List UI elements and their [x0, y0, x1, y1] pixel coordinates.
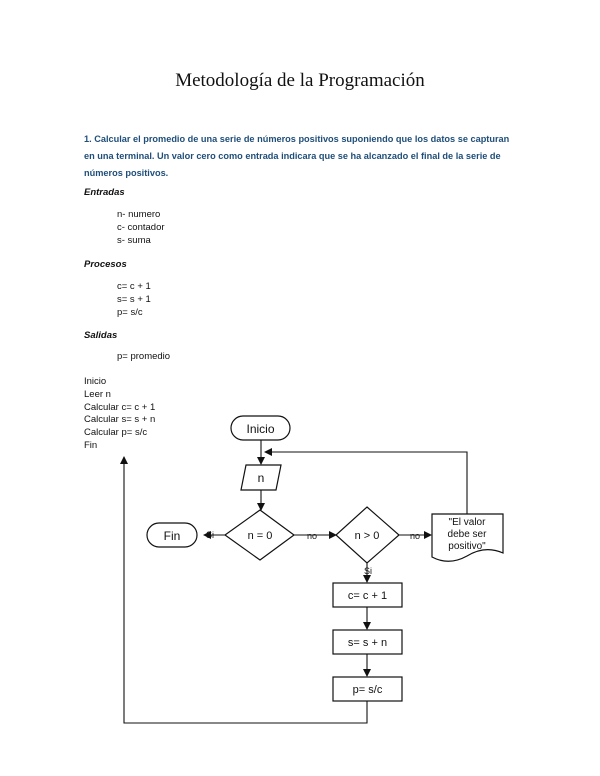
algorithm-step: Fin — [84, 439, 98, 451]
process-box-p — [332, 676, 403, 702]
algorithm-step: Calcular s= s + n — [84, 414, 156, 426]
message-text: debe ser — [448, 529, 488, 540]
algorithm-step: Inicio — [84, 376, 107, 387]
start-label: Inicio — [246, 422, 274, 436]
problem-line: números positivos. — [84, 168, 169, 178]
list-item: s= s + 1 — [117, 293, 151, 305]
input-label: n — [258, 471, 265, 485]
no-label: no — [410, 531, 420, 541]
list-item: p= promedio — [117, 351, 171, 362]
inputs-list: n- numero c- contador s- suma — [117, 209, 165, 247]
decision-positive-label: n > 0 — [355, 530, 380, 542]
algorithm-steps: Inicio Leer n Calcular c= c + 1 Calcular… — [84, 376, 155, 453]
problem-line: 1. Calcular el promedio de una serie de … — [84, 134, 510, 144]
processes-heading: Procesos — [84, 259, 127, 270]
list-item: c= c + 1 — [117, 281, 151, 292]
list-item: p= s/c — [117, 306, 143, 318]
list-item: c- contador — [117, 221, 165, 233]
algorithm-step: Leer n — [84, 388, 111, 400]
processes-list: c= c + 1 s= s + 1 p= s/c — [117, 281, 151, 319]
end-terminal — [146, 522, 198, 548]
problem-line: en una terminal. Un valor cero como entr… — [84, 151, 501, 161]
list-item: n- numero — [117, 209, 161, 220]
yes-label: Si — [364, 566, 372, 576]
end-label: Fin — [164, 529, 181, 543]
connector-arrow — [264, 448, 468, 514]
message-document — [431, 513, 504, 562]
yes-label: Si — [206, 530, 214, 540]
process-label: p= s/c — [353, 684, 383, 696]
decision-zero-diamond — [223, 509, 296, 561]
decision-positive-diamond — [335, 506, 400, 564]
message-text: positivo" — [448, 541, 486, 552]
process-label: s= s + n — [348, 637, 387, 649]
problem-statement: 1. Calcular el promedio de una serie de … — [84, 131, 524, 182]
algorithm-step: Calcular p= s/c — [84, 427, 148, 439]
page-title: Metodología de la Programación — [175, 70, 425, 91]
list-item: s- suma — [117, 234, 151, 246]
process-label: c= c + 1 — [348, 590, 387, 602]
loop-connector — [120, 456, 368, 724]
algorithm-step: Calcular c= c + 1 — [84, 401, 156, 413]
outputs-heading: Salidas — [84, 330, 118, 341]
input-parallelogram — [240, 464, 282, 491]
start-terminal — [230, 415, 291, 441]
outputs-list: p= promedio — [117, 351, 170, 364]
message-text: "El valor — [449, 517, 487, 528]
process-box-s — [332, 629, 403, 655]
inputs-heading: Entradas — [84, 187, 125, 198]
process-box-c — [332, 582, 403, 608]
decision-zero-label: n = 0 — [248, 530, 273, 542]
no-label: no — [307, 531, 317, 541]
